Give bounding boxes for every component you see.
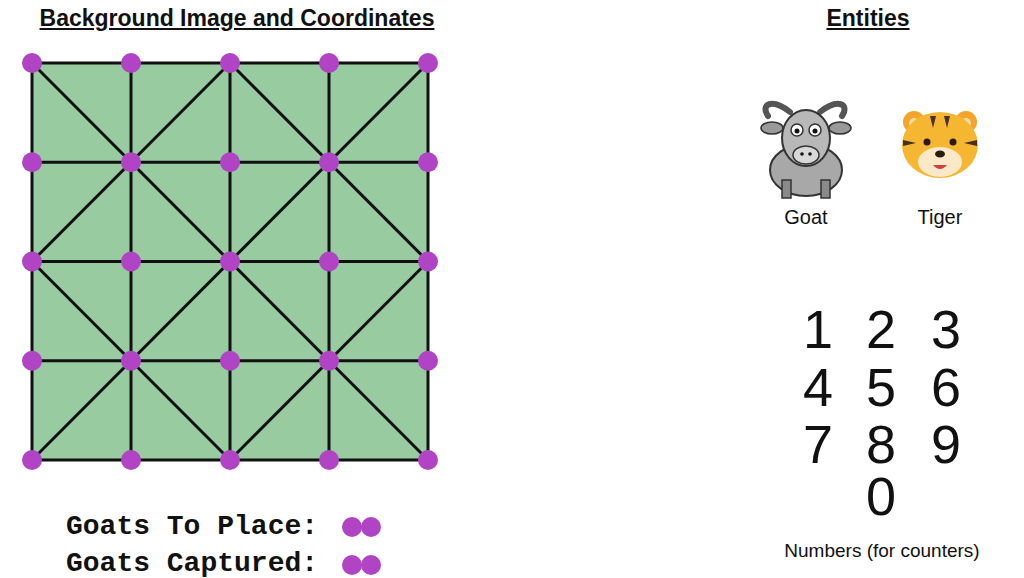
counter-digit: 2 bbox=[866, 302, 896, 356]
counter-digit: 3 bbox=[931, 302, 961, 356]
counter-digit: 7 bbox=[803, 417, 833, 471]
section-heading: Entities bbox=[826, 7, 909, 30]
counter-digit: 6 bbox=[931, 360, 961, 414]
status-label: Goats Captured: bbox=[66, 550, 318, 578]
status-label: Goats To Place: bbox=[66, 513, 318, 541]
counter-dots bbox=[342, 517, 381, 575]
board-lines bbox=[32, 63, 428, 460]
goat-icon bbox=[761, 104, 851, 198]
counter-digit: 0 bbox=[866, 469, 896, 523]
entity-label: Goat bbox=[784, 207, 827, 227]
counter-digit: 9 bbox=[931, 417, 961, 471]
counter-digit: 5 bbox=[866, 360, 896, 414]
board-ground bbox=[32, 63, 428, 460]
caption-label: Numbers (for counters) bbox=[784, 541, 979, 560]
tiger-icon bbox=[902, 111, 978, 178]
section-heading: Background Image and Coordinates bbox=[40, 7, 435, 30]
entity-label: Tiger bbox=[918, 207, 963, 227]
counter-digit: 8 bbox=[866, 417, 896, 471]
counter-digit: 1 bbox=[803, 302, 833, 356]
board-points bbox=[22, 53, 438, 470]
counter-digit: 4 bbox=[803, 360, 833, 414]
